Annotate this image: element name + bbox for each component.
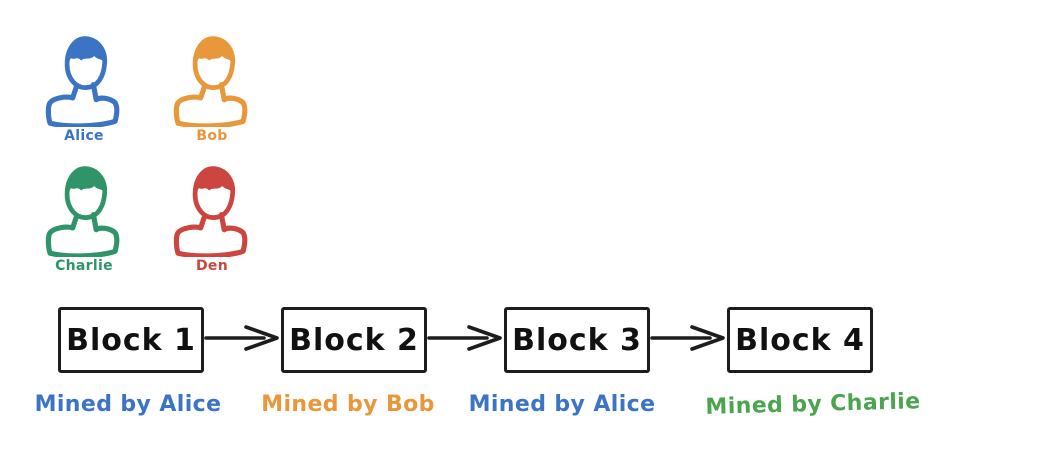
block-label: Block 2 <box>289 322 419 358</box>
block-2: Block 2 <box>281 307 427 373</box>
mined-by-label-4: Mined by Charlie <box>705 389 921 420</box>
arrow-head <box>467 325 502 351</box>
user-name-label: Den <box>196 258 228 274</box>
head-shape <box>192 166 236 220</box>
torso-shape <box>45 82 120 127</box>
block-label: Block 1 <box>66 322 196 358</box>
user-bob: Bob <box>166 33 258 144</box>
user-name-label: Bob <box>196 128 228 144</box>
person-icon <box>45 166 120 257</box>
chain-arrow-icon <box>204 325 279 351</box>
torso-shape <box>173 212 248 257</box>
head-shape <box>64 166 108 220</box>
block-4: Block 4 <box>727 307 873 373</box>
head-shape <box>64 36 108 90</box>
arrow-head <box>690 325 725 351</box>
mined-by-label-1: Mined by Alice <box>34 392 222 417</box>
mined-by-label-2: Mined by Bob <box>261 392 435 417</box>
block-label: Block 4 <box>735 322 865 358</box>
user-name-label: Alice <box>64 128 104 144</box>
arrow-head <box>244 325 279 351</box>
user-den: Den <box>166 163 258 274</box>
user-alice: Alice <box>38 33 130 144</box>
block-1: Block 1 <box>58 307 204 373</box>
block-label: Block 3 <box>512 322 642 358</box>
mined-by-label-3: Mined by Alice <box>468 392 656 417</box>
chain-arrow-icon <box>427 325 502 351</box>
chain-arrow-icon <box>650 325 725 351</box>
head-shape <box>192 36 236 90</box>
person-icon <box>173 36 248 127</box>
torso-shape <box>45 212 120 257</box>
person-icon <box>45 36 120 127</box>
user-name-label: Charlie <box>55 258 113 274</box>
user-charlie: Charlie <box>38 163 130 274</box>
block-3: Block 3 <box>504 307 650 373</box>
torso-shape <box>173 82 248 127</box>
person-icon <box>173 166 248 257</box>
